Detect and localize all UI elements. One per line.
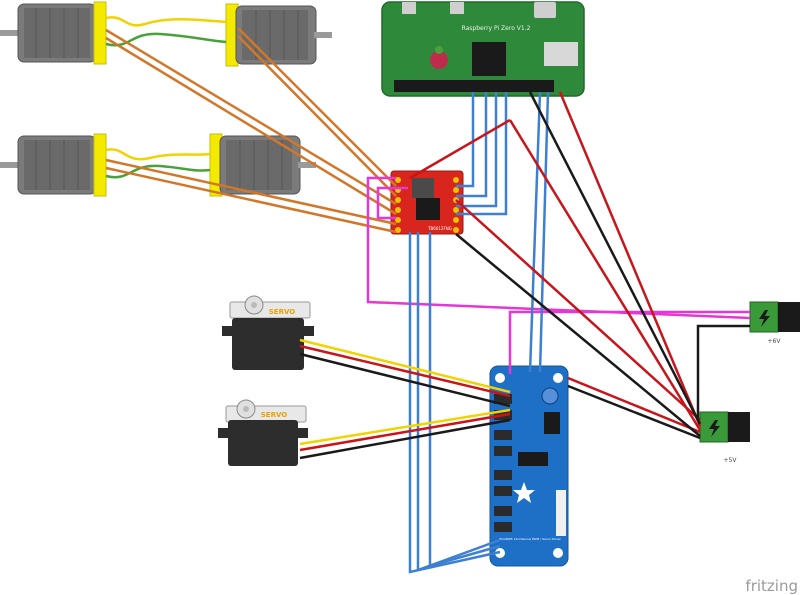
motor-driver-board: TB6612FNG xyxy=(390,170,464,235)
black-wires xyxy=(299,91,750,460)
servo-bottom: SERVO xyxy=(218,399,308,466)
dc-motor-top-right xyxy=(225,3,332,67)
magenta-wires xyxy=(366,176,751,374)
servo-bottom-label: SERVO xyxy=(261,411,288,419)
orange-motor-wires xyxy=(105,27,397,234)
yellow-servo-wires xyxy=(299,338,511,446)
servo-top: SERVO xyxy=(222,295,314,370)
dc-motor-top-left xyxy=(0,1,107,65)
motor-short-leads xyxy=(105,16,227,179)
pi-label: Raspberry Pi Zero V1.2 xyxy=(462,25,531,32)
raspberry-pi-zero: Raspberry Pi Zero V1.2 xyxy=(381,1,585,97)
servo-top-label: SERVO xyxy=(269,308,296,316)
motor-driver-label: TB6612FNG xyxy=(427,226,452,231)
power-jack-5v-label: +5V xyxy=(724,457,738,464)
fritzing-watermark: fritzing xyxy=(745,577,798,595)
dc-motor-bottom-right xyxy=(209,133,316,197)
red-wires xyxy=(299,91,702,452)
pwm-servo-driver-board: PCA9685 16-Channel PWM / Servo Driver xyxy=(489,365,569,567)
power-jack-6v-label: +6V xyxy=(768,338,782,345)
dc-motor-bottom-left xyxy=(0,133,107,197)
blue-wires xyxy=(408,91,550,574)
pwm-driver-label: PCA9685 16-Channel PWM / Servo Driver xyxy=(499,537,562,541)
power-jack-5v: +5V xyxy=(699,411,750,464)
power-jack-6v: +6V xyxy=(749,301,800,345)
